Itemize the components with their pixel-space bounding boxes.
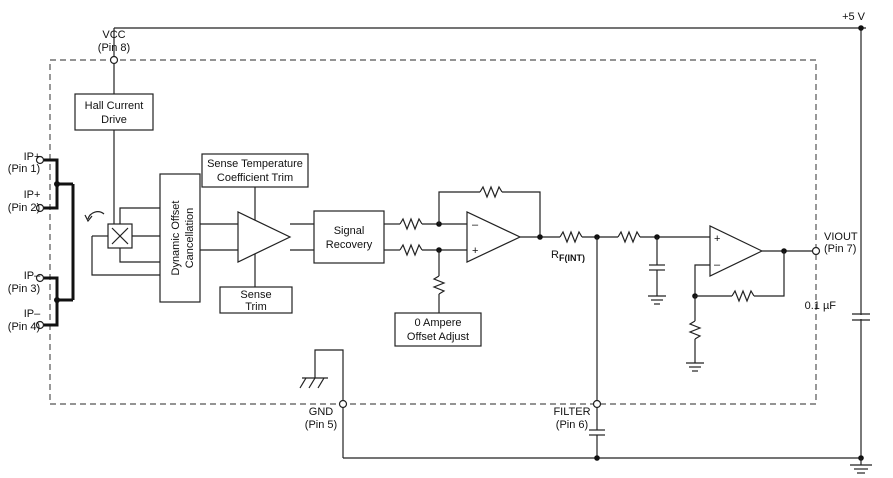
opamp1-minus-sign: – (472, 219, 479, 231)
ip1-pin-number: (Pin 1) (8, 163, 40, 175)
ip2-pin-number: (Pin 2) (8, 202, 40, 214)
opamp2-minus-sign: – (714, 259, 721, 271)
zero-amp-line2: Offset Adjust (407, 331, 469, 343)
sense-temperature-trim-block (201, 153, 309, 188)
sense-trim-line1: Sense (240, 289, 271, 301)
cap-gap (850, 315, 872, 319)
preamplifier (237, 211, 292, 263)
hall-rotation-arrowhead (84, 214, 93, 223)
filter-ground-node (594, 455, 600, 461)
gnd-pin (338, 399, 348, 409)
hall-top-wire (119, 207, 160, 224)
hall-drive-line1: Hall Current (85, 100, 144, 112)
gnd-pin-name: GND (309, 406, 334, 418)
gnd-pin-number: (Pin 5) (305, 419, 337, 431)
filter-pin-number: (Pin 6) (556, 419, 588, 431)
vcc-pin-number: (Pin 8) (98, 42, 130, 54)
feedback-wire-left (438, 191, 480, 224)
signal-recovery-line1: Signal (334, 225, 365, 237)
filter-pin (592, 399, 602, 409)
rf-int-subscript: F(INT) (559, 253, 585, 263)
cap-value-label: 0.1 µF (805, 300, 837, 312)
feedback-resistor (479, 185, 503, 199)
ip3-pin (35, 273, 45, 283)
viout-pin-number: (Pin 7) (824, 243, 856, 255)
ip4-pin-number: (Pin 4) (8, 321, 40, 333)
rf-int-resistor (559, 230, 583, 244)
supply-node (858, 25, 864, 31)
zero-amp-line1: 0 Ampere (414, 317, 461, 329)
buffer-feedback-resistor (731, 289, 755, 303)
vcc-pin (109, 55, 119, 65)
viout-pin-name: VIOUT (824, 231, 858, 243)
ip3-pin-name: IP– (24, 270, 41, 282)
signal-recovery-block (313, 210, 385, 264)
ip1-pin (35, 155, 45, 165)
input-resistor-top (399, 217, 423, 231)
offset-resistor (432, 275, 446, 295)
hall-rotation-arrow (87, 211, 105, 220)
output-amplifier (466, 211, 522, 263)
buffer-gain-resistor (688, 320, 702, 340)
viout-pin (811, 246, 821, 256)
chassis-ground-hatch-3 (317, 377, 325, 389)
ip3-pin-number: (Pin 3) (8, 283, 40, 295)
vcc-pin-name: VCC (102, 29, 125, 41)
conductor-node-bottom (54, 297, 60, 303)
rf-int-label: R (551, 249, 559, 261)
chassis-ground-hatch-2 (308, 377, 316, 389)
dyn-offset-line1: Dynamic Offset (170, 201, 182, 276)
dyn-offset-line2: Cancellation (184, 208, 196, 269)
supply-label: +5 V (842, 11, 866, 23)
zero-ampere-offset-adjust-block (394, 312, 482, 347)
output-buffer (709, 225, 764, 277)
buffer-inv-wire (694, 264, 710, 296)
opamp1-plus-sign: + (472, 245, 478, 257)
opamp2-plus-sign: + (714, 233, 720, 245)
hall-return-wire (91, 236, 160, 276)
hall-bottom-wire (119, 248, 160, 263)
signal-recovery-line2: Recovery (326, 239, 373, 251)
conductor-node-top (54, 181, 60, 187)
sense-temp-line1: Sense Temperature (207, 158, 303, 170)
sense-temp-line2: Coefficient Trim (217, 172, 293, 184)
sense-trim-block (219, 286, 293, 314)
feedback-wire-right (502, 191, 541, 237)
opamp1-out-node (537, 234, 543, 240)
ip2-pin (35, 203, 45, 213)
ic-boundary (49, 59, 817, 405)
dynamic-offset-cancellation-block (159, 173, 201, 303)
ip4-pin (35, 320, 45, 330)
hall-element-cross-2 (111, 227, 129, 245)
filter-resistor (617, 230, 641, 244)
input-resistor-bottom (399, 243, 423, 257)
ip1-pin-name: IP+ (24, 151, 41, 163)
gnd-wire (314, 349, 344, 458)
filter-pin-name: FILTER (553, 406, 590, 418)
ip4-pin-name: IP– (24, 308, 41, 320)
sense-trim-line2: Trim (245, 301, 267, 313)
buffer-fb-wire-right (754, 251, 785, 297)
ip2-pin-name: IP+ (24, 189, 41, 201)
chassis-ground-hatch-1 (299, 377, 307, 389)
hall-drive-line2: Drive (101, 114, 127, 126)
